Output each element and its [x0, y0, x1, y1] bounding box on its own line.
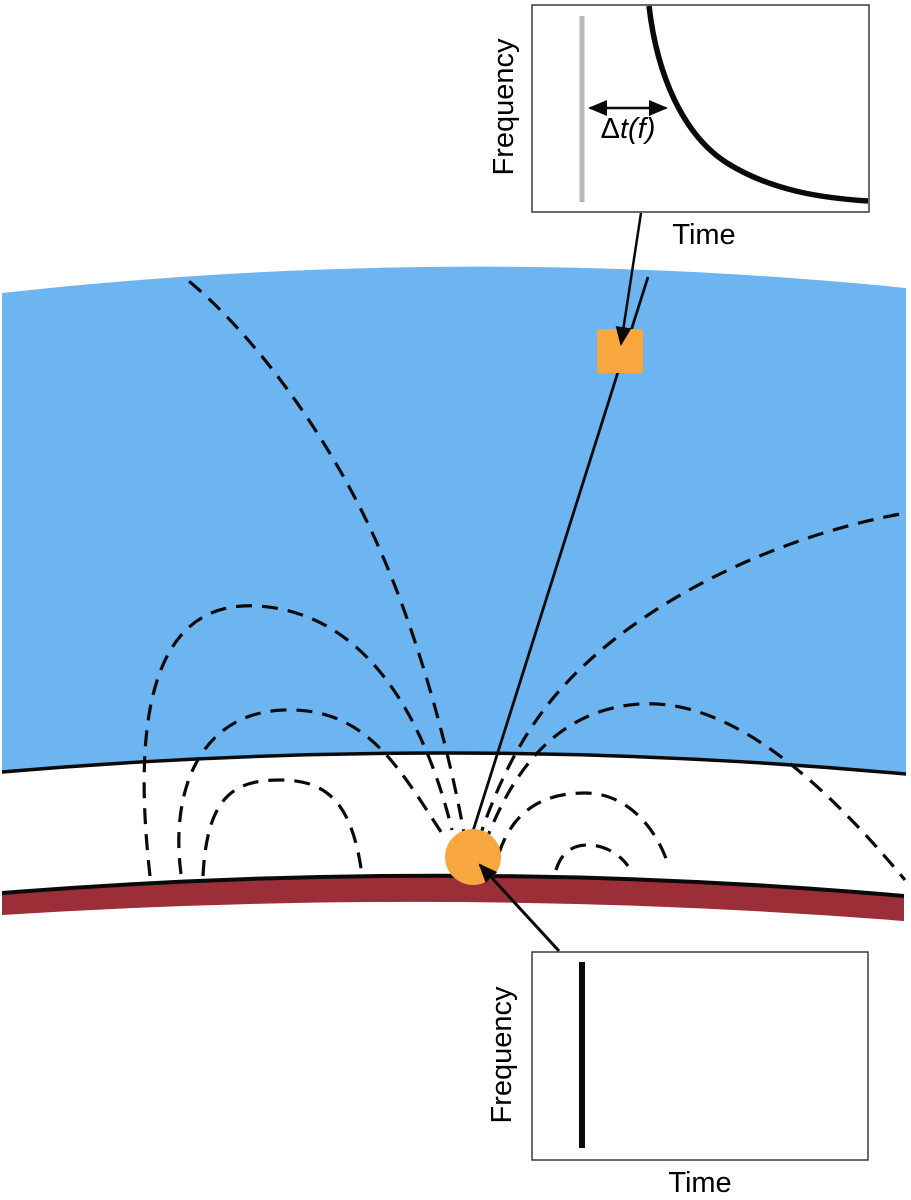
- delay-label: Δt(f): [553, 113, 703, 146]
- delay-label-prefix: Δ: [600, 113, 620, 145]
- transition-boundary-line: [1, 751, 907, 776]
- field-line-large-left-loop: [142, 604, 454, 877]
- top-inset-ylabel: Frequency: [488, 38, 521, 176]
- field-line-open-right: [476, 511, 907, 843]
- top-inset-xlabel: Time: [672, 219, 736, 251]
- circle-pointer-arrow: [478, 863, 561, 953]
- field-line-medium-right-loop: [497, 791, 670, 865]
- stellar-surface-band: [2, 875, 904, 921]
- field-line-large-right-loop: [482, 702, 907, 882]
- bottom-inset-xlabel: Time: [668, 1167, 732, 1199]
- field-line-medium-left-loop: [177, 708, 447, 875]
- observer-square: [597, 329, 643, 373]
- field-line-open-left: [184, 276, 468, 846]
- bottom-inset-box: [531, 951, 869, 1161]
- square-pointer-arrow: [615, 212, 643, 346]
- field-line-small-right-loop: [554, 843, 630, 871]
- bottom-inset-ylabel: Frequency: [486, 986, 519, 1124]
- field-line-small-left-loop: [201, 778, 364, 877]
- delay-label-function: t(f): [619, 113, 656, 145]
- corona-region: [2, 266, 906, 774]
- dispersion-curve: [646, 5, 869, 204]
